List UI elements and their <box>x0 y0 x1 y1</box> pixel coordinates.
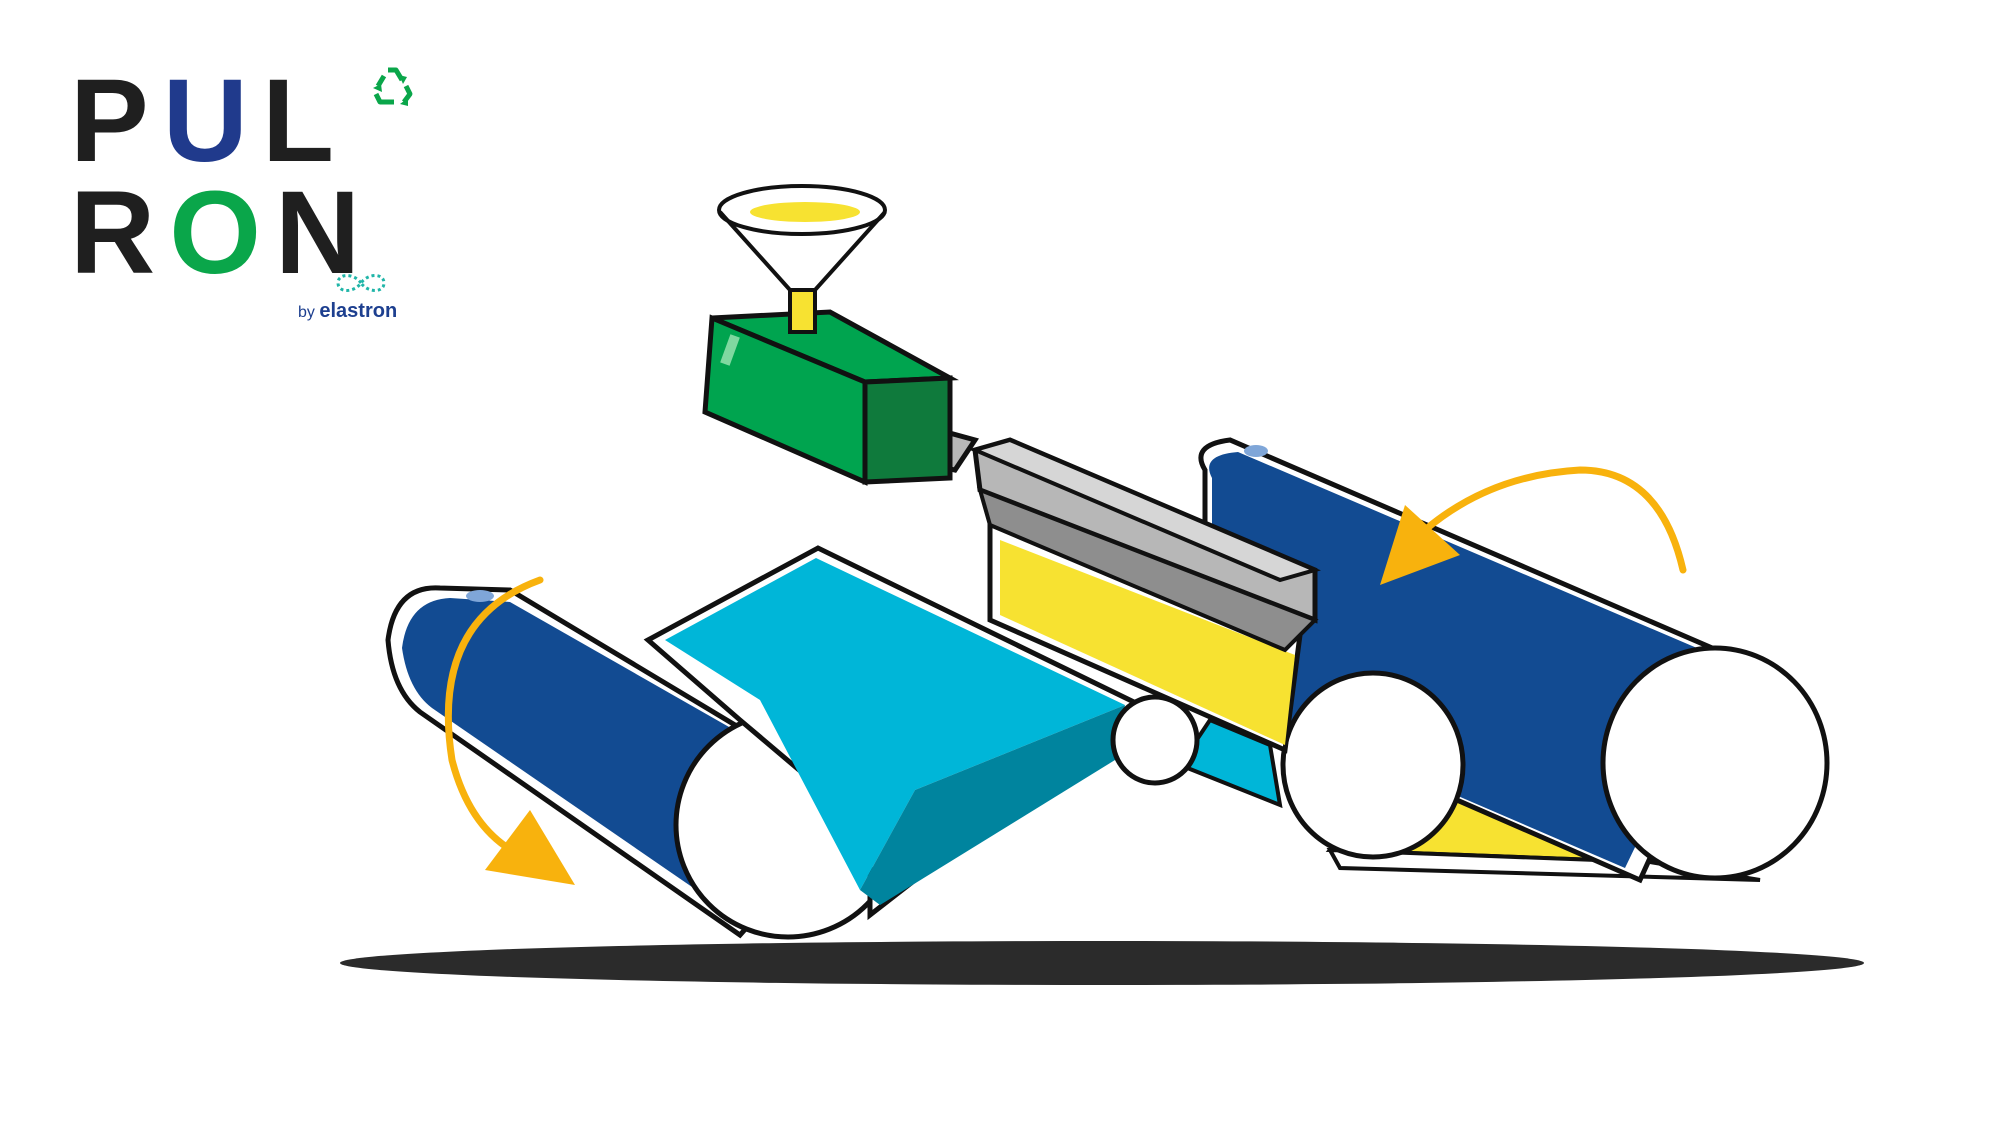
extrusion-die <box>969 437 1321 653</box>
idler-roller <box>1110 694 1200 786</box>
right-middle-roller <box>1280 670 1466 860</box>
logo-letter-u: U <box>162 55 262 187</box>
rotation-arrowhead-left <box>485 810 575 885</box>
byline-prefix: by <box>298 304 315 321</box>
logo-row-2: RON <box>70 174 374 292</box>
right-back-roller-end <box>1600 645 1830 881</box>
ground-shadow <box>340 941 1864 985</box>
cyan-sheet <box>643 545 1283 921</box>
rotation-arrowhead-right <box>1380 505 1460 585</box>
logo-letter-n: N <box>275 167 375 299</box>
infinity-icon <box>336 274 386 292</box>
byline: by elastron <box>298 300 397 323</box>
rotation-arrow-right <box>1421 466 1687 574</box>
byline-brand: elastron <box>319 300 398 322</box>
hopper-funnel <box>717 184 887 334</box>
logo-row-1: PUL <box>70 62 348 180</box>
logo-letter-p: P <box>70 55 163 187</box>
extruder-box <box>702 309 959 486</box>
logo-letter-o: O <box>169 167 276 299</box>
logo-letter-l: L <box>261 55 349 187</box>
pulron-logo: PUL RON by <box>70 62 413 332</box>
logo-letter-r: R <box>70 167 170 299</box>
recycle-icon <box>370 64 414 116</box>
right-back-roller <box>1198 437 1830 884</box>
rotation-arrow-left <box>444 576 544 859</box>
